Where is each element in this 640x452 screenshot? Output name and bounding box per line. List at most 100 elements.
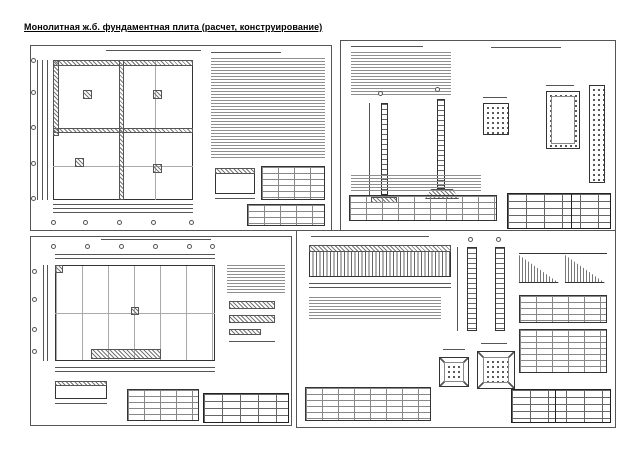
pier-hatch [55, 265, 63, 273]
axis-bubble [31, 196, 36, 201]
axis-bubble [83, 220, 88, 225]
beam-hatch [309, 245, 451, 252]
dimension-line [53, 204, 193, 205]
column-section-detail [589, 85, 605, 183]
wall-hatch [119, 60, 124, 200]
sheet-pile-details [340, 40, 616, 232]
axis-bubble [117, 220, 122, 225]
dimension-line [229, 341, 275, 342]
dimension-line [369, 103, 370, 195]
dimension-line [55, 254, 215, 255]
section-detail [483, 103, 509, 135]
axis-bubble [378, 91, 383, 96]
pier-hatch [153, 164, 162, 173]
dimension-line [53, 208, 193, 209]
dimension-line [457, 247, 458, 331]
rebar-elevation [309, 252, 451, 276]
rebar-elevation-edge [450, 252, 451, 276]
dimension-line [47, 60, 48, 200]
schedule-table [519, 329, 607, 373]
sheet-caption-line [311, 236, 429, 237]
diagram-baseline [519, 253, 607, 254]
dimension-line [55, 258, 215, 259]
axis-bubble [496, 237, 501, 242]
axis-bubble [187, 244, 192, 249]
page-title: Монолитная ж.б. фундаментная плита (расч… [24, 22, 323, 32]
detail-bar-hatch [229, 301, 275, 309]
rebar-elevation-chord [309, 276, 451, 277]
axis-bubble [51, 244, 56, 249]
pier-hatch [75, 158, 84, 167]
dimension-line [215, 198, 255, 199]
axis-bubble [31, 58, 36, 63]
wall-hatch [91, 349, 161, 359]
title-block-divider [571, 193, 572, 229]
axis-bubble [31, 161, 36, 166]
detail-hatch [55, 381, 107, 386]
sheet-caption-line [491, 47, 561, 48]
rebar-contour [551, 96, 575, 144]
notes-heading-line [211, 52, 281, 53]
schedule-table [305, 387, 431, 421]
rebar-elevation-edge [309, 252, 310, 276]
schedule-table [519, 295, 607, 323]
pier-hatch [131, 307, 139, 315]
sheet-caption-line [101, 239, 211, 240]
sheet-reinforcement-details [296, 230, 616, 428]
dimension-line [37, 60, 38, 200]
pilecap-rebar [444, 362, 464, 382]
schedule-table [349, 195, 497, 221]
load-triangle-diagram [565, 255, 605, 283]
axis-bubble [31, 125, 36, 130]
axis-bubble [468, 237, 473, 242]
axis-bubble [119, 244, 124, 249]
legend-table [247, 204, 325, 226]
detail-bar-hatch [229, 329, 261, 335]
dimension-line [309, 283, 451, 284]
notes-text [351, 175, 481, 191]
detail-bar-hatch [229, 315, 275, 323]
notes-text [227, 265, 285, 293]
dimension-line [309, 287, 451, 288]
axis-bubble [32, 269, 37, 274]
column-elevation [495, 247, 505, 331]
axis-bubble [32, 297, 37, 302]
pier-hatch [83, 90, 92, 99]
pilecap-rebar [483, 357, 509, 383]
pile-elevation [381, 103, 388, 195]
column-elevation [467, 247, 477, 331]
schedule-table [261, 166, 325, 200]
notes-heading-line [351, 46, 423, 47]
sheet-caption-line [106, 50, 201, 51]
axis-bubble [31, 90, 36, 95]
section-label-line [546, 85, 574, 86]
notes-text [351, 52, 451, 96]
dimension-line [55, 371, 215, 372]
dimension-line [42, 60, 43, 200]
axis-bubble [189, 220, 194, 225]
axis-bubble [32, 327, 37, 332]
axis-bubble [151, 220, 156, 225]
wall-hatch [53, 60, 59, 136]
sheet-slab-plan [30, 236, 292, 426]
axis-bubble [85, 244, 90, 249]
notes-text [211, 58, 325, 158]
dimension-line [55, 367, 215, 368]
title-block [203, 393, 289, 423]
section-label-line [443, 349, 465, 350]
section-label-line [481, 343, 507, 344]
dimension-line [47, 265, 48, 361]
axis-bubble [32, 349, 37, 354]
title-block [507, 193, 611, 229]
axis-bubble [51, 220, 56, 225]
schedule-table [127, 389, 199, 421]
dimension-line [53, 212, 193, 213]
title-block-divider [555, 389, 556, 423]
detail-hatch [215, 168, 255, 174]
section-label-line [483, 97, 507, 98]
axis-bubble [210, 244, 215, 249]
dimension-line [43, 265, 44, 361]
title-block [511, 389, 611, 423]
pier-hatch [153, 90, 162, 99]
